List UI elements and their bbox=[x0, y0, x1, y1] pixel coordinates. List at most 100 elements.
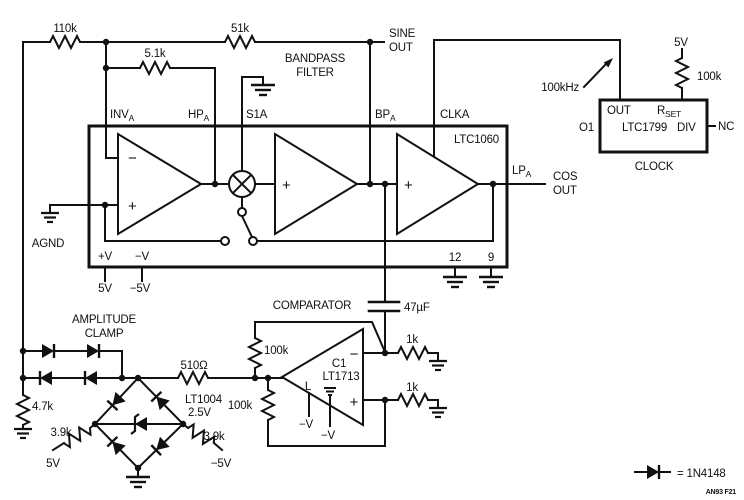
resistor-110k bbox=[49, 35, 81, 49]
resistor-3.9k-right-label: 3.9k bbox=[204, 431, 225, 443]
pin-label-hpa: HPA bbox=[188, 109, 210, 123]
opamp2-plus-sign: + bbox=[282, 177, 291, 194]
pin-label-rset: RSET bbox=[657, 105, 681, 119]
clamp-diode-4 bbox=[83, 369, 99, 387]
resistor-100k-upper bbox=[248, 337, 262, 369]
opamp3-plus-sign: + bbox=[404, 177, 413, 194]
opamp-1 bbox=[117, 132, 203, 236]
sine-out-label-1: SINE bbox=[389, 28, 416, 40]
ltc1060-label: LTC1060 bbox=[454, 134, 499, 146]
resistor-100k-lower bbox=[261, 389, 275, 421]
opamp-3 bbox=[396, 132, 480, 236]
opamp1-minus-sign: − bbox=[128, 150, 137, 167]
pin-label-bpa: BPA bbox=[375, 109, 396, 123]
pin-label-vminus: −V bbox=[135, 251, 150, 263]
resistor-1k-upper bbox=[397, 346, 429, 360]
ground-bridge bbox=[124, 475, 152, 489]
figure-id: AN93 F21 bbox=[706, 489, 737, 496]
resistor-4.7k-label: 4.7k bbox=[32, 401, 53, 413]
resistor-100k-lower-label: 100k bbox=[228, 400, 253, 412]
zener-label-2: 2.5V bbox=[188, 407, 211, 419]
latch-pin-label: L bbox=[305, 381, 312, 393]
resistor-100k-clock bbox=[675, 57, 689, 89]
zener-label-1: LT1004 bbox=[185, 394, 223, 406]
clock-freq-label: 100kHz bbox=[541, 82, 579, 94]
comparator-designator: C1 bbox=[332, 358, 346, 370]
legend-text: = 1N4148 bbox=[677, 468, 726, 480]
clamp-block: AMPLITUDE CLAMP 4.7k LT1004 2.5V bbox=[12, 314, 232, 489]
resistor-110k-label: 110k bbox=[53, 23, 77, 35]
resistor-5.1k bbox=[139, 61, 171, 75]
gndpin-vneg-label: −V bbox=[321, 430, 336, 442]
clamp-diode-1 bbox=[40, 342, 56, 360]
comparator-title: COMPARATOR bbox=[273, 300, 352, 312]
ground-pin9 bbox=[477, 275, 505, 289]
bandpass-title-2: FILTER bbox=[296, 67, 334, 79]
cos-out-label-2: OUT bbox=[553, 185, 577, 197]
comparator-minus-sign: − bbox=[350, 346, 359, 363]
pin-label-9: 9 bbox=[488, 252, 494, 264]
pin-label-o1: O1 bbox=[579, 122, 594, 134]
ltc1060-outline bbox=[87, 124, 509, 269]
supply-5v-label: 5V bbox=[98, 283, 112, 295]
resistor-1k-lower-label: 1k bbox=[406, 382, 418, 394]
ground-s1a bbox=[249, 83, 277, 97]
ground-4.7k bbox=[12, 427, 34, 440]
sine-out-label-2: OUT bbox=[389, 42, 413, 54]
clamp-diode-3 bbox=[38, 369, 54, 387]
supply-neg5v-label: −5V bbox=[130, 283, 151, 295]
resistor-1k-upper-label: 1k bbox=[406, 334, 418, 346]
switch-s1 bbox=[220, 207, 258, 246]
resistor-510 bbox=[177, 371, 209, 385]
resistor-51k-label: 51k bbox=[231, 23, 249, 35]
resistor-3.9k-left-label: 3.9k bbox=[51, 427, 72, 439]
resistor-4.7k bbox=[16, 394, 30, 426]
ground-pin12 bbox=[441, 275, 469, 289]
resistor-51k bbox=[224, 35, 256, 49]
filter-block: − + + + INVA HPA S1A BPA CLKA LTC1060 LP… bbox=[32, 109, 578, 303]
pin-label-nc: NC bbox=[718, 121, 734, 133]
pin-label-s1a: S1A bbox=[246, 109, 268, 121]
latch-vneg-label: −V bbox=[299, 419, 314, 431]
comparator-part-label: LT1713 bbox=[323, 371, 360, 383]
ltc1799-label: LTC1799 bbox=[622, 122, 667, 134]
ltc1799-outline bbox=[598, 98, 709, 154]
pin-label-out: OUT bbox=[607, 105, 631, 117]
pin-label-inva: INVA bbox=[110, 109, 135, 123]
bridge-neg5v-label: −5V bbox=[211, 458, 232, 470]
pin-label-div: DIV bbox=[677, 122, 696, 134]
cap-47uf-label: 47µF bbox=[404, 302, 430, 314]
resistor-1k-lower bbox=[397, 393, 429, 407]
bandpass-title-1: BANDPASS bbox=[285, 53, 346, 65]
annotation-arrowhead bbox=[603, 58, 613, 68]
clock-supply-5v-label: 5V bbox=[674, 37, 688, 49]
resistor-100k-clock-label: 100k bbox=[697, 71, 722, 83]
ground-1k-upper bbox=[427, 359, 449, 372]
pin-label-vplus: +V bbox=[98, 251, 113, 263]
clock-wire: 100kHz bbox=[433, 39, 621, 157]
opamp-2 bbox=[274, 132, 359, 236]
resistor-100k-upper-label: 100k bbox=[264, 345, 289, 357]
opamp1-plus-sign: + bbox=[128, 198, 137, 215]
ground-agnd bbox=[39, 211, 61, 224]
resistor-510-label: 510Ω bbox=[181, 360, 209, 372]
cos-out-label-1: COS bbox=[553, 171, 578, 183]
comparator-block: 47µF − + C1 LT1713 L −V −V COMPARATOR 1 bbox=[137, 300, 449, 447]
pin-label-12: 12 bbox=[449, 252, 461, 264]
ground-1k-lower bbox=[427, 406, 449, 419]
legend: = 1N4148 AN93 F21 bbox=[634, 463, 737, 496]
clamp-diode-2 bbox=[85, 342, 101, 360]
pin-label-clka: CLKA bbox=[440, 109, 470, 121]
input-network: 110k 51k 5.1k SINE OUT BANDPASS FILTER bbox=[22, 23, 416, 396]
clock-title: CLOCK bbox=[635, 161, 674, 173]
amplitude-title-2: CLAMP bbox=[85, 328, 124, 340]
comparator-triangle bbox=[280, 327, 364, 427]
resistor-5.1k-label: 5.1k bbox=[145, 48, 166, 60]
clock-block: 5V 100k OUT RSET LTC1799 DIV O1 NC CLOCK bbox=[579, 37, 734, 173]
legend-diode-symbol bbox=[645, 463, 661, 481]
amplitude-title-1: AMPLITUDE bbox=[72, 314, 137, 326]
comparator-plus-sign: + bbox=[350, 394, 359, 411]
agnd-label: AGND bbox=[32, 238, 64, 250]
pin-label-lpa: LPA bbox=[512, 165, 532, 179]
